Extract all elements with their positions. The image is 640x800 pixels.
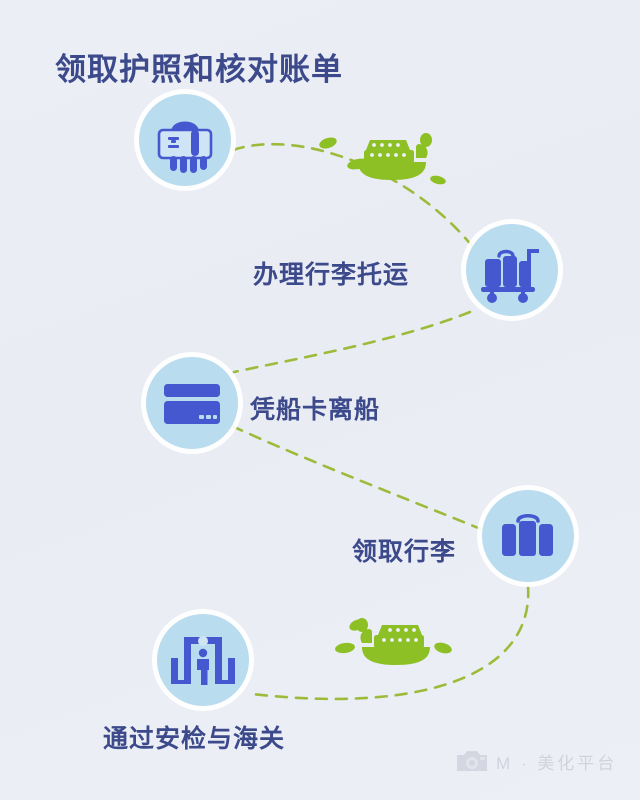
watermark-text: M · 美化平台 xyxy=(496,753,618,773)
path-cart-to-card xyxy=(232,310,472,374)
suitcase-icon xyxy=(502,513,553,556)
security-scanner-icon xyxy=(171,636,235,685)
cruise-ship-icon-bottom xyxy=(356,618,430,665)
step-node-passport[interactable] xyxy=(139,94,231,186)
watermark: M · 美化平台 xyxy=(455,748,617,774)
page-title: 领取护照和核对账单 xyxy=(55,52,343,87)
ship-card-icon xyxy=(164,384,220,424)
step-node-security-scanner[interactable] xyxy=(157,614,249,706)
camera-icon xyxy=(457,751,487,771)
path-card-to-suitcase xyxy=(230,424,490,534)
step-label-luggage-cart: 办理行李托运 xyxy=(253,261,410,289)
luggage-cart-icon xyxy=(481,249,539,303)
step-label-suitcase: 领取行李 xyxy=(352,538,457,566)
hand-holding-passport-icon xyxy=(157,121,213,173)
step-node-luggage-cart[interactable] xyxy=(466,224,558,316)
step-label-security: 通过安检与海关 xyxy=(103,725,286,753)
splash-decoration-bottom xyxy=(335,619,452,654)
cruise-ship-icon-top xyxy=(358,133,432,180)
step-label-ship-card: 凭船卡离船 xyxy=(250,396,381,424)
path-suitcase-to-security xyxy=(250,584,530,701)
step-node-suitcase[interactable] xyxy=(482,490,574,582)
step-node-ship-card[interactable] xyxy=(146,357,238,449)
